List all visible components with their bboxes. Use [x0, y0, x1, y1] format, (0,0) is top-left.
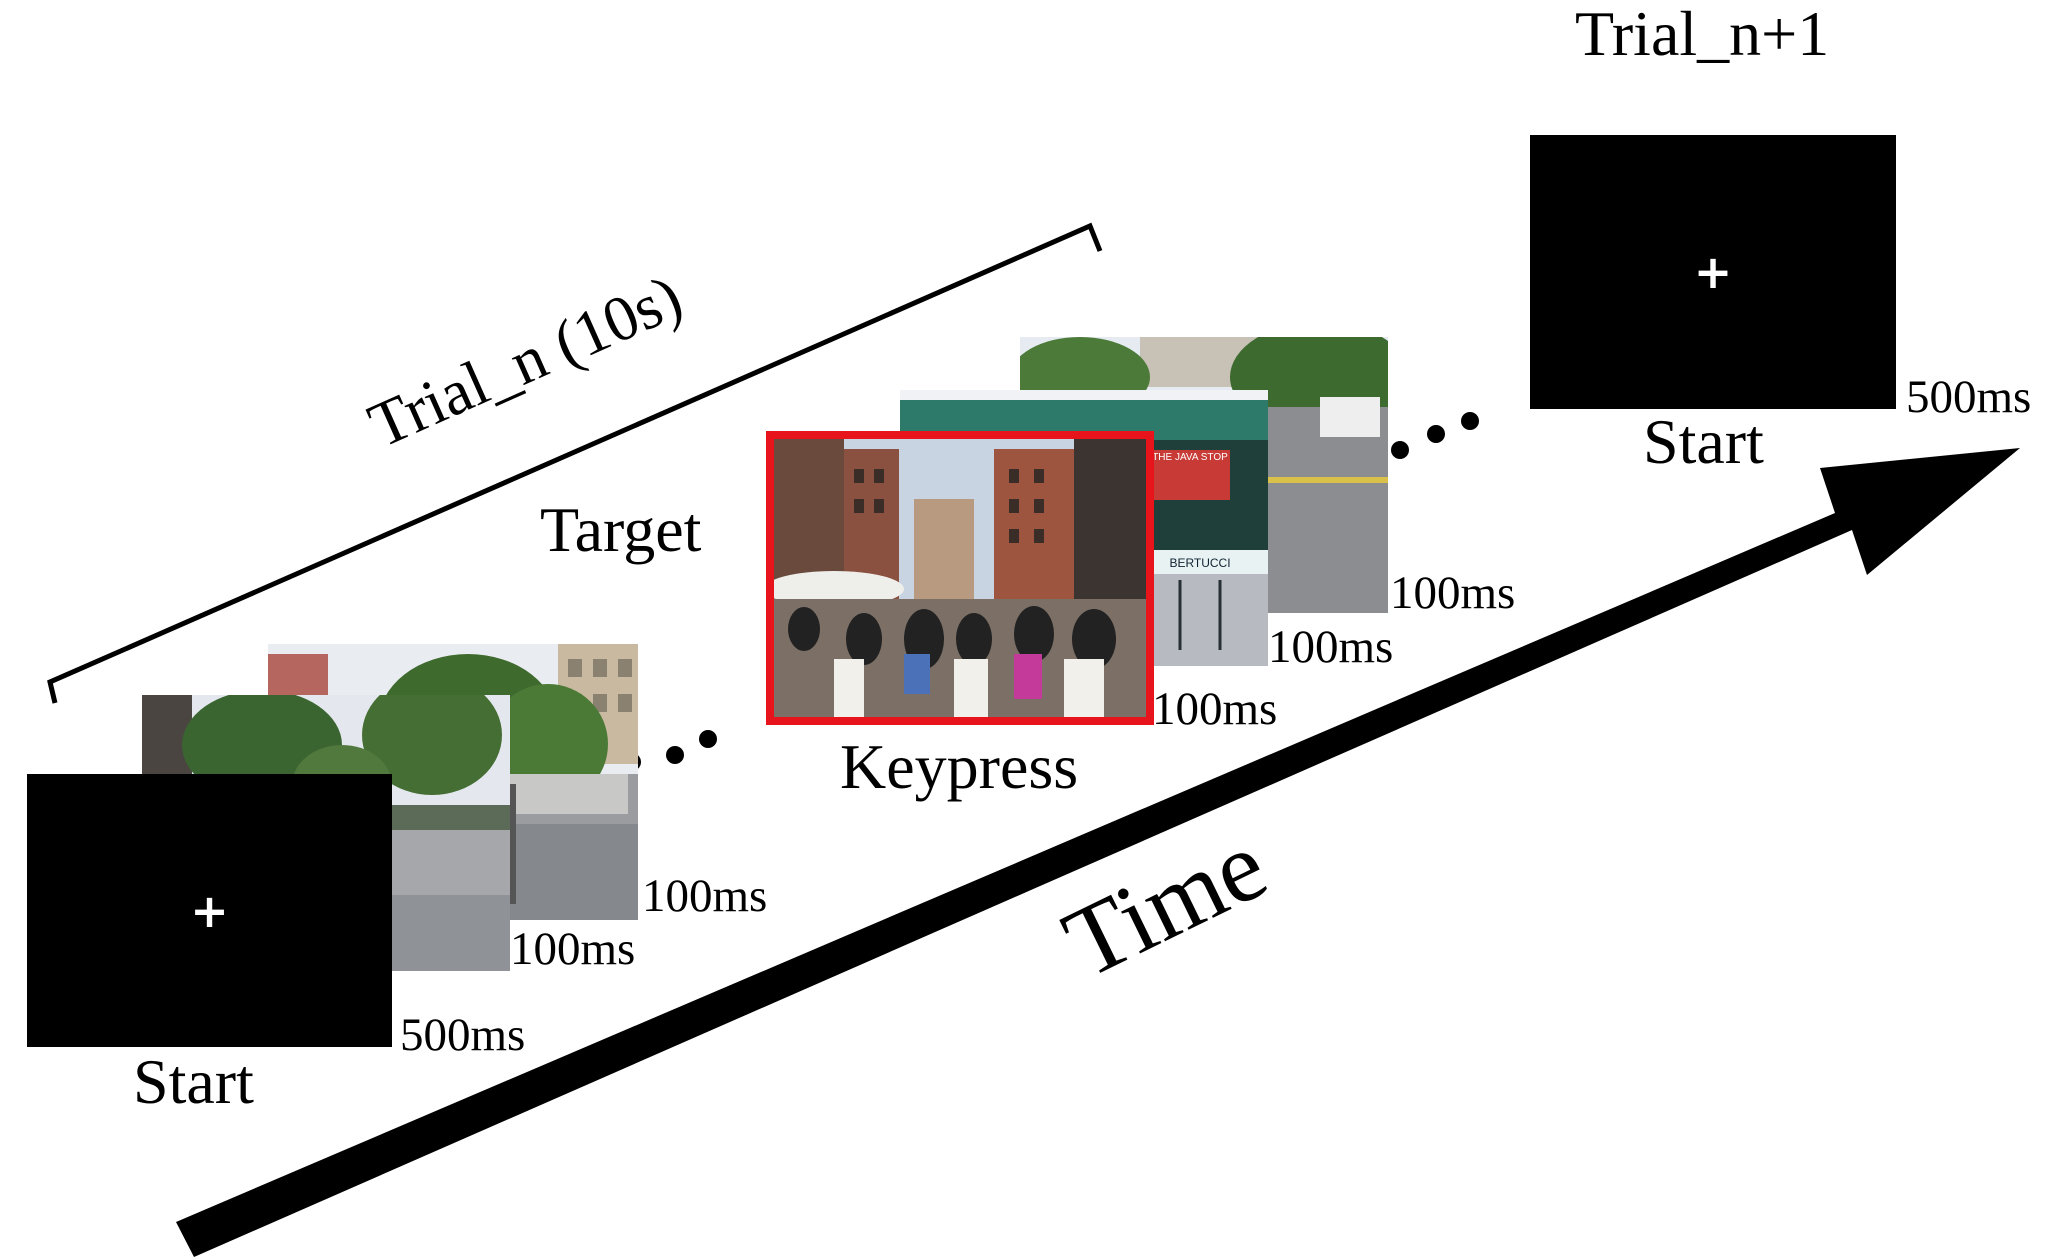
duration-label-frame-2: 100ms: [642, 870, 768, 922]
keypress-label: Keypress: [840, 731, 1079, 802]
duration-label-frame-5: 100ms: [1390, 567, 1516, 619]
duration-label-target: 100ms: [1152, 683, 1278, 735]
duration-label-first-start: 500ms: [400, 1009, 526, 1061]
time-arrow-shape: [176, 448, 2020, 1257]
start-label-next: Start: [1643, 406, 1764, 477]
target-scene-image: [774, 439, 1146, 717]
duration-label-frame-4: 100ms: [1268, 621, 1394, 673]
shop-sign-2: BERTUCCI: [1169, 556, 1230, 570]
fixation-cross: +: [190, 883, 229, 938]
target-image-frame: [766, 431, 1154, 725]
ellipsis-dots-2: [1391, 412, 1479, 459]
shop-sign: THE JAVA STOP: [1152, 452, 1228, 463]
fixation-screen-next: +: [1530, 135, 1896, 409]
fixation-cross: +: [1693, 245, 1733, 299]
duration-label-frame-1: 100ms: [510, 923, 636, 975]
start-label-first: Start: [133, 1046, 254, 1117]
trial-bracket: [47, 222, 1103, 704]
fixation-screen-start: +: [27, 774, 392, 1047]
target-label: Target: [540, 494, 702, 565]
next-trial-label: Trial_n+1: [1575, 0, 1830, 69]
duration-label-next-start: 500ms: [1906, 371, 2032, 423]
